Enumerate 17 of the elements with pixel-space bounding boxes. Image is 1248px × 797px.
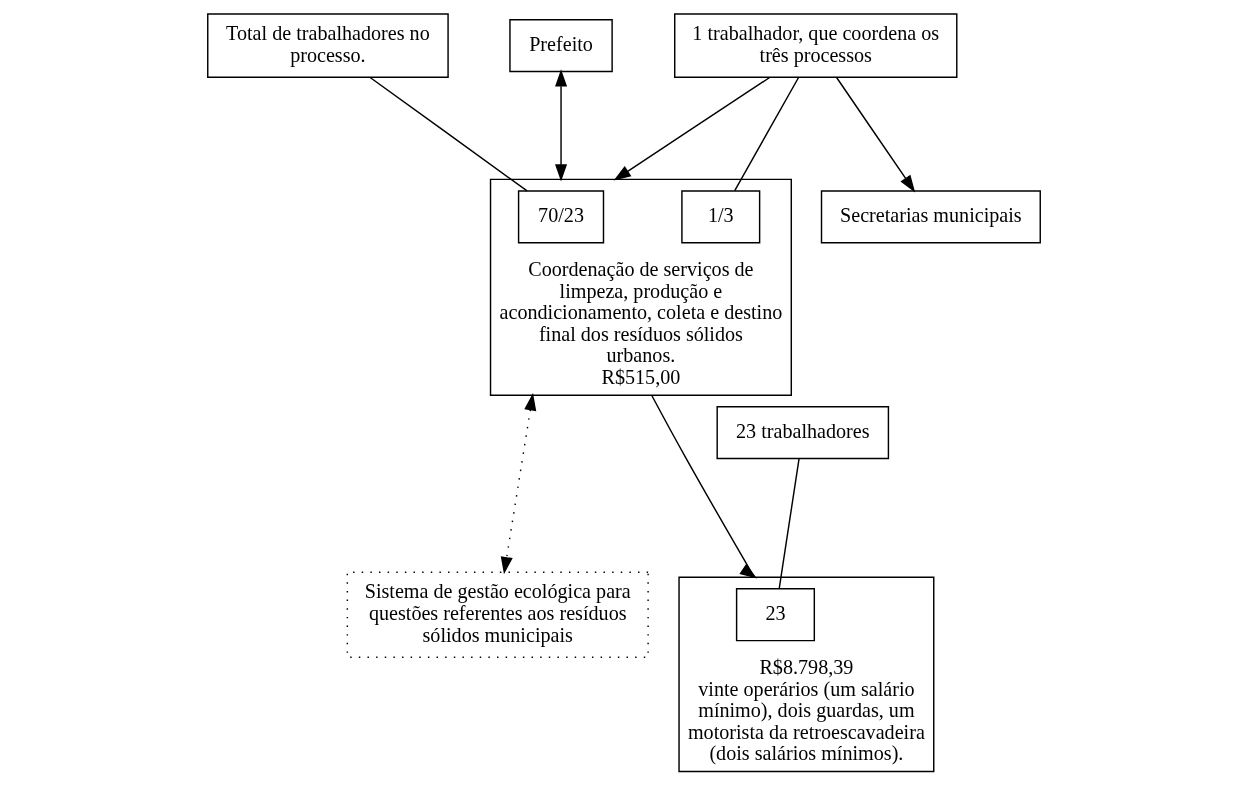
node-box: 23 trabalhadores [716, 406, 890, 460]
arrow [500, 393, 537, 575]
node-box: Sistema de gestão ecológica para questões referentes aos resíduos sólidos municipais [346, 571, 649, 658]
connector [734, 76, 800, 192]
node-box: 23 [735, 588, 816, 642]
node-box: 1 trabalhador, que coordena os três processos [674, 13, 958, 78]
arrow [835, 76, 916, 193]
connector [778, 457, 800, 590]
node-box: 70/23 [517, 190, 605, 244]
arrow [650, 394, 758, 579]
arrow [555, 69, 568, 182]
node-box: Prefeito [509, 18, 613, 73]
connector [369, 76, 528, 192]
node-box: Total de trabalhadores no processo. [207, 13, 449, 78]
node-box: 1/3 [681, 190, 761, 244]
node-box: Secretarias municipais [820, 190, 1041, 244]
arrow [613, 76, 771, 181]
